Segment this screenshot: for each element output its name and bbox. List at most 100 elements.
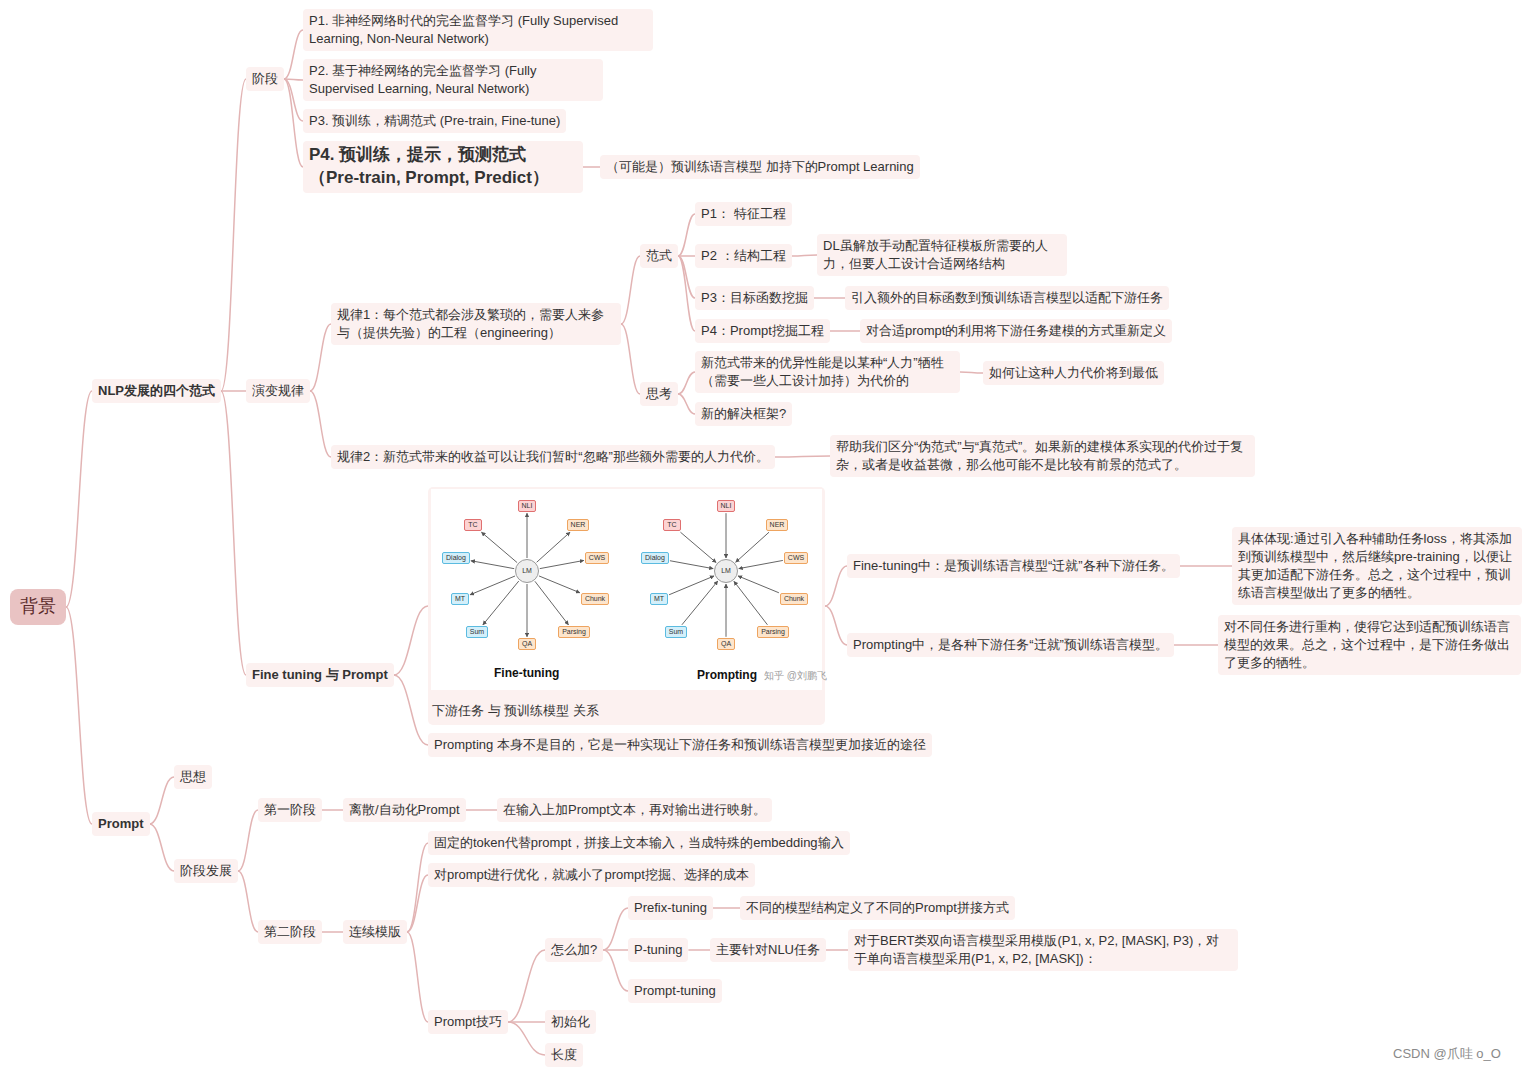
node-text: Prefix-tuning: [634, 900, 707, 915]
task-box: Sum: [466, 626, 488, 638]
topic-box: P2. 基于神经网络的完全监督学习 (Fully Supervised Lear…: [303, 59, 603, 101]
topic-box: 连续模版: [343, 920, 407, 944]
topic-box: P1. 非神经网络时代的完全监督学习 (Fully Supervised Lea…: [303, 9, 653, 51]
arrow: [539, 576, 580, 593]
branch-line: [775, 456, 830, 457]
node-text: LM: [721, 567, 731, 574]
node-text: P2. 基于神经网络的完全监督学习 (Fully Supervised Lear…: [309, 63, 537, 96]
node-text: 连续模版: [349, 924, 401, 939]
node-text: 新范式带来的优异性能是以某种“人力”牺牲（需要一些人工设计加持）为代价的: [701, 355, 944, 388]
topic-box: 阶段发展: [174, 859, 238, 883]
node-text: 不同的模型结构定义了不同的Prompt拼接方式: [746, 900, 1009, 915]
topic-box: Prompting 本身不是目的，它是一种实现让下游任务和预训练语言模型更加接近…: [428, 733, 932, 757]
branch-line: [826, 949, 848, 951]
node-text: 帮助我们区分“伪范式”与“真范式”。如果新的建模体系实现的代价过于复杂，或者是收…: [836, 439, 1243, 472]
topic-box: 思想: [174, 765, 212, 789]
node-text: Fine tuning 与 Prompt: [252, 667, 388, 682]
node-text: MT: [455, 595, 465, 602]
branch-line: [960, 372, 983, 373]
branch-line: [508, 950, 545, 1022]
arrow: [481, 532, 517, 562]
node-text: NER: [571, 521, 586, 528]
topic-box: P-tuning: [628, 938, 688, 962]
node-text: QA: [721, 640, 731, 647]
figure-frame: [428, 487, 825, 725]
topic-box: P3：目标函数挖掘: [695, 286, 814, 310]
arrow: [680, 532, 716, 562]
branch-line: [508, 1022, 545, 1055]
branch-line: [150, 777, 175, 824]
branch-line: [66, 391, 92, 607]
topic-box: Prefix-tuning: [628, 896, 713, 920]
figure-caption: 下游任务 与 预训练模型 关系: [432, 702, 599, 720]
node-text: 主要针对NLU任务: [716, 942, 820, 957]
topic-box: P4. 预训练，提示，预测范式 （Pre-train, Prompt, Pred…: [303, 141, 583, 193]
node-text: NLI: [522, 502, 533, 509]
topic-box: 范式: [640, 244, 678, 268]
arrow: [739, 560, 783, 568]
node-text: P4：Prompt挖掘工程: [701, 323, 824, 338]
node-text: NLP发展的四个范式: [98, 383, 215, 398]
topic-box: 帮助我们区分“伪范式”与“真范式”。如果新的建模体系实现的代价过于复杂，或者是收…: [830, 435, 1255, 477]
node-text: 对合适prompt的利用将下游任务建模的方式重新定义: [866, 323, 1166, 338]
task-box: NER: [567, 519, 590, 531]
task-box: Dialog: [641, 552, 669, 564]
topic-box: NLP发展的四个范式: [92, 379, 221, 403]
arrow: [726, 513, 727, 558]
arrow: [527, 584, 528, 637]
arrow: [535, 581, 569, 624]
node-text: 演变规律: [252, 383, 304, 398]
node-text: 具体体现:通过引入各种辅助任务loss，将其添加到预训练模型中，然后继续pre-…: [1238, 531, 1512, 601]
task-box: Sum: [665, 626, 687, 638]
branch-line: [621, 256, 640, 324]
arrow: [738, 576, 779, 593]
node-text: 如何让这种人力代价将到最低: [989, 365, 1158, 380]
arrow: [483, 581, 519, 625]
node-text: QA: [522, 640, 532, 647]
branch-line: [678, 372, 695, 394]
topic-box: 如何让这种人力代价将到最低: [983, 361, 1164, 385]
branch-line: [466, 809, 497, 811]
node-text: 阶段发展: [180, 863, 232, 878]
figure-image: [431, 489, 822, 690]
node-text: 怎么加?: [551, 942, 597, 957]
branch-line: [284, 79, 303, 167]
branch-line: [221, 391, 246, 675]
node-text: 对不同任务进行重构，使得它达到适配预训练语言模型的效果。总之，这个过程中，是下游…: [1224, 619, 1510, 670]
node-text: 引入额外的目标函数到预训练语言模型以适配下游任务: [851, 290, 1163, 305]
node-text: Dialog: [446, 554, 466, 561]
node-text: P-tuning: [634, 942, 682, 957]
topic-box: 规律1：每个范式都会涉及繁琐的，需要人来参与（提供先验）的工程（engineer…: [331, 303, 621, 345]
topic-box: 在输入上加Prompt文本，再对输出进行映射。: [497, 798, 772, 822]
branch-line: [284, 30, 303, 79]
task-box: Parsing: [757, 626, 789, 638]
node-text: P4. 预训练，提示，预测范式 （Pre-train, Prompt, Pred…: [309, 145, 549, 187]
arrow: [537, 532, 570, 562]
node-text: 对prompt进行优化，就减小了prompt挖掘、选择的成本: [434, 867, 749, 882]
node-text: 思想: [180, 769, 206, 784]
task-box: LM: [714, 559, 738, 583]
node-text: NER: [770, 521, 785, 528]
branch-line: [825, 566, 847, 606]
node-text: 在输入上加Prompt文本，再对输出进行映射。: [503, 802, 766, 817]
node-text: Prompting中，是各种下游任务“迁就”预训练语言模型。: [853, 637, 1168, 652]
node-text: 阶段: [252, 71, 278, 86]
arrow: [470, 576, 515, 595]
figure-panel: 下游任务 与 预训练模型 关系LMNLITCNERDialogCWSMTChun…: [428, 487, 825, 725]
node-text: 规律1：每个范式都会涉及繁琐的，需要人来参与（提供先验）的工程（engineer…: [337, 307, 604, 340]
task-box: Chunk: [581, 593, 609, 605]
topic-box: P4：Prompt挖掘工程: [695, 319, 830, 343]
node-text: 第一阶段: [264, 802, 316, 817]
topic-box: 对合适prompt的利用将下游任务建模的方式重新定义: [860, 319, 1172, 343]
branch-line: [603, 908, 628, 950]
topic-box: P3. 预训练，精调范式 (Pre-train, Fine-tune): [303, 109, 566, 133]
node-text: 固定的token代替prompt，拼接上文本输入，当成特殊的embedding输…: [434, 835, 844, 850]
node-text: Parsing: [761, 628, 785, 635]
node-text: Fine-tuning中：是预训练语言模型“迁就”各种下游任务。: [853, 558, 1174, 573]
node-text: Prompt: [98, 816, 144, 831]
branch-line: [792, 255, 817, 256]
node-text: 初始化: [551, 1014, 590, 1029]
node-text: P1： 特征工程: [701, 206, 786, 221]
task-box: NER: [766, 519, 789, 531]
